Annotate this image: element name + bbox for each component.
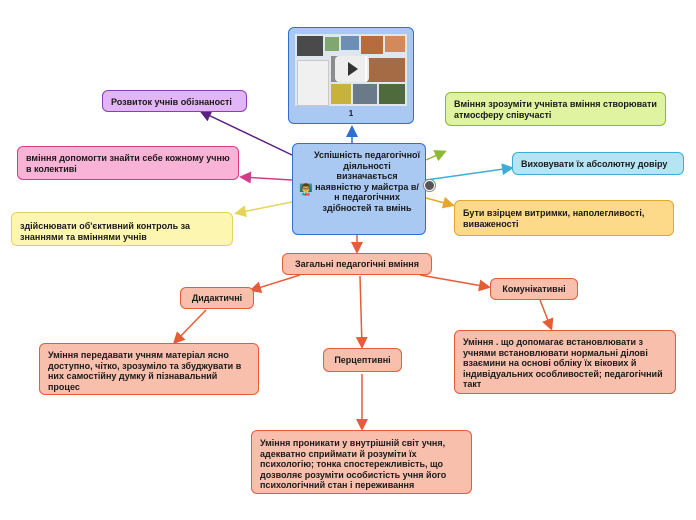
perceptive-label: Перцептивні: [334, 355, 391, 365]
general-skills[interactable]: Загальні педагогічні вміння: [282, 253, 432, 275]
branch-educate-trust-text: Виховувати їх абсолютну довіру: [521, 159, 668, 169]
branch-understand-student[interactable]: Вміння зрозуміти учнівта вміння створюва…: [445, 92, 666, 126]
central-topic[interactable]: 👨‍🏫 Успішність педагогічної діяльності в…: [292, 143, 426, 235]
branch-awareness-text: Розвиток учнів обізнаності: [111, 97, 232, 107]
link-help: [239, 171, 293, 184]
branch-educate-trust[interactable]: Виховувати їх абсолютну довіру: [512, 152, 684, 175]
branch-role-model[interactable]: Бути взірцем витримки, наполегливості, в…: [454, 200, 674, 236]
link-trust: [425, 163, 514, 181]
link-didactic-detail: [172, 309, 207, 345]
branch-awareness[interactable]: Розвиток учнів обізнаності: [102, 90, 247, 112]
communicative-node[interactable]: Комунікативні: [490, 278, 578, 300]
general-skills-text: Загальні педагогічні вміння: [295, 259, 419, 269]
branch-help-find-self[interactable]: вміння допомогти знайти себе кожному учн…: [17, 146, 239, 180]
communicative-label: Комунікативні: [502, 284, 566, 294]
link-understand: [425, 150, 447, 162]
link-perceptive: [355, 275, 368, 349]
branch-objective-control[interactable]: здійснювати об'єктивний контроль за знан…: [11, 212, 233, 246]
perceptive-node[interactable]: Перцептивні: [323, 348, 402, 372]
link-didactic: [249, 274, 301, 294]
video-thumbnail[interactable]: 1: [288, 27, 414, 124]
didactic-detail-text: Уміння передавати учням матеріал ясно до…: [48, 350, 242, 392]
didactic-detail[interactable]: Уміння передавати учням матеріал ясно до…: [39, 343, 259, 395]
didactic-label: Дидактичні: [191, 293, 243, 303]
link-communicative-detail: [539, 299, 554, 331]
video-play-icon[interactable]: [335, 56, 369, 82]
perceptive-detail-text: Уміння проникати у внутрішній світ учня,…: [260, 438, 447, 491]
didactic-node[interactable]: Дидактичні: [180, 287, 254, 309]
link-control: [234, 201, 293, 218]
perceptive-detail[interactable]: Уміння проникати у внутрішній світ учня,…: [251, 430, 472, 494]
branch-role-model-text: Бути взірцем витримки, наполегливості, в…: [463, 208, 645, 229]
link-communicative: [419, 274, 491, 292]
link-model: [425, 196, 455, 209]
video-screen: [295, 34, 407, 106]
thumbnail-caption: 1: [348, 109, 354, 118]
central-topic-text: Успішність педагогічної діяльності визна…: [313, 150, 421, 214]
link-icon[interactable]: [424, 180, 435, 191]
branch-understand-student-text: Вміння зрозуміти учнівта вміння створюва…: [454, 99, 657, 120]
communicative-detail-text: Уміння . що допомагає встановлювати з уч…: [463, 337, 663, 390]
communicative-detail[interactable]: Уміння . що допомагає встановлювати з уч…: [454, 330, 676, 394]
branch-objective-control-text: здійснювати об'єктивний контроль за знан…: [20, 221, 190, 242]
link-awareness: [199, 110, 293, 156]
branch-help-find-self-text: вміння допомогти знайти себе кожному учн…: [26, 153, 230, 174]
teacher-icon: 👨‍🏫: [299, 184, 313, 196]
